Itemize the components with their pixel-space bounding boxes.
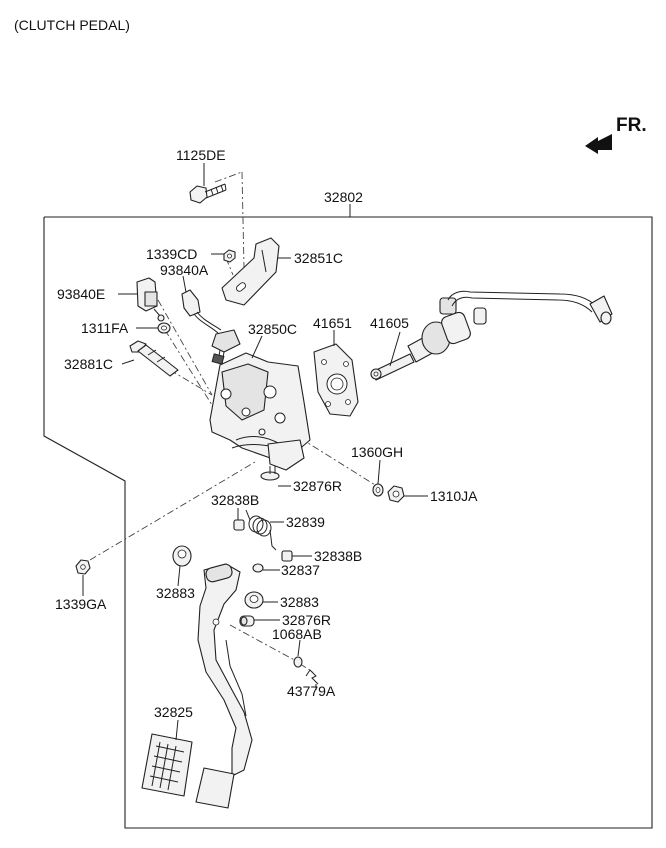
- assembly-frame: [43, 216, 653, 829]
- label-1068AB: 1068AB: [272, 626, 322, 642]
- pedal-bracket-32850C: [209, 352, 311, 471]
- nut-1311FA: [157, 322, 171, 334]
- label-43779A: 43779A: [287, 683, 336, 699]
- spring-32839: [245, 509, 277, 551]
- pedal-pad: [141, 733, 193, 797]
- label-41605: 41605: [370, 315, 409, 331]
- label-32876R-lower: 32876R: [282, 612, 331, 628]
- label-32837: 32837: [281, 562, 320, 578]
- switch-93840A: [181, 289, 241, 365]
- clip-43779A: [305, 669, 319, 685]
- label-32876R-upper: 32876R: [293, 478, 342, 494]
- switch-93840E: [136, 277, 165, 322]
- bracket-32851C: [221, 237, 280, 306]
- bushing-32883-left: [172, 545, 192, 567]
- part-labels: 1125DE 32802 1339CD 32851C 93840A 93840E…: [55, 147, 478, 720]
- label-1311FA: 1311FA: [81, 320, 129, 336]
- clutch-pedal-arm-32825: [195, 563, 253, 809]
- label-32802: 32802: [324, 189, 363, 205]
- label-1310JA: 1310JA: [430, 488, 478, 504]
- label-1125DE: 1125DE: [176, 147, 226, 163]
- nut-1310JA: [387, 485, 405, 503]
- label-1360GH: 1360GH: [351, 444, 403, 460]
- label-93840E: 93840E: [57, 286, 105, 302]
- pin-32876R-lower: [239, 615, 255, 627]
- label-32881C: 32881C: [64, 356, 113, 372]
- bushing-32883-right: [244, 591, 264, 609]
- bushing-32837: [252, 563, 264, 573]
- front-direction-label: FR.: [616, 115, 647, 136]
- bushing-32838B-upper: [233, 519, 245, 531]
- label-93840A: 93840A: [160, 262, 209, 278]
- nut-1339CD: [223, 249, 236, 263]
- diagram-title: (CLUTCH PEDAL): [14, 17, 130, 33]
- front-arrow-icon: [585, 134, 612, 154]
- label-32883-right: 32883: [280, 594, 319, 610]
- label-1339GA: 1339GA: [55, 596, 107, 612]
- label-32825: 32825: [154, 704, 193, 720]
- washer-1068AB: [293, 656, 303, 668]
- bolt-32876R-upper: [260, 466, 280, 481]
- leader-lines: [89, 171, 381, 673]
- label-32839: 32839: [286, 514, 325, 530]
- pin-32881C: [129, 340, 179, 377]
- bushing-32838B-lower: [281, 550, 293, 562]
- washer-1360GH: [372, 483, 384, 497]
- label-32838B-upper: 32838B: [211, 492, 259, 508]
- label-32850C: 32850C: [248, 321, 297, 337]
- label-32838B-lower: 32838B: [314, 548, 362, 564]
- label-32883-left: 32883: [156, 585, 195, 601]
- label-41651: 41651: [313, 315, 352, 331]
- bolt-1125DE: [189, 183, 227, 204]
- master-cylinder-41605: [370, 290, 613, 381]
- nut-1339GA: [75, 559, 91, 575]
- gasket-41651: [313, 343, 359, 417]
- label-1339CD: 1339CD: [146, 246, 197, 262]
- label-32851C: 32851C: [294, 250, 343, 266]
- front-direction-indicator: FR.: [585, 115, 647, 154]
- label-leaders: [82, 163, 428, 741]
